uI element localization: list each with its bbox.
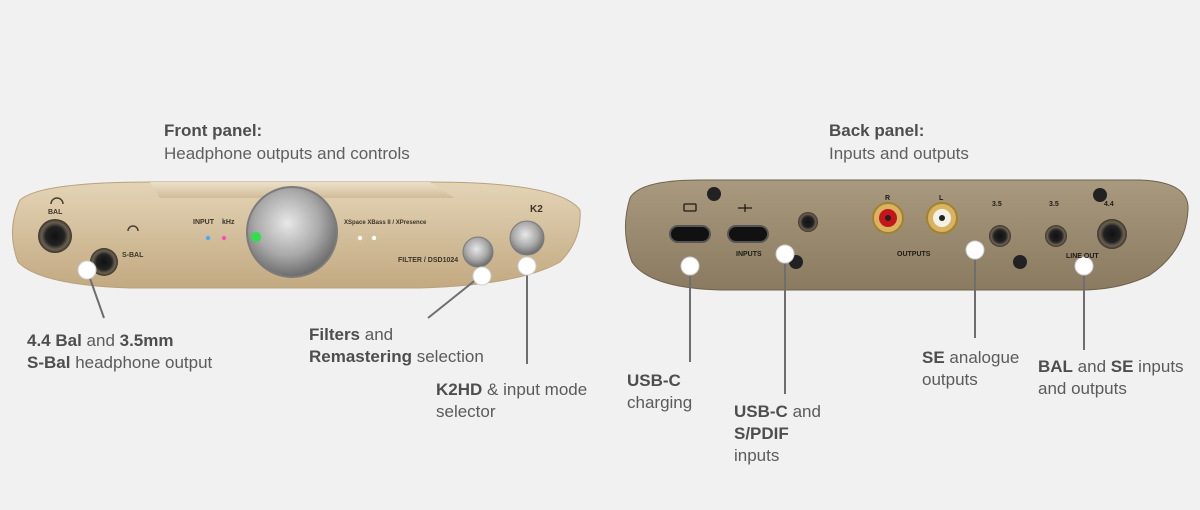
spdif-jack xyxy=(798,212,818,232)
callout-se-outputs: SE analogue outputs xyxy=(922,348,1020,389)
back-panel-title: Back panel: xyxy=(829,121,925,140)
marking-size-c: 4.4 xyxy=(1104,201,1114,208)
usb-c-charging-port xyxy=(669,225,711,243)
volume-knob[interactable] xyxy=(246,186,338,278)
sbal-jack xyxy=(90,248,118,276)
marking-sbal: S-BAL xyxy=(122,252,144,259)
marking-xspace: XSpace XBass II / XPresence xyxy=(344,220,427,226)
callout-dots xyxy=(77,240,1094,286)
marking-bal: BAL xyxy=(48,209,63,216)
front-panel-title-block: Front panel: Headphone outputs and contr… xyxy=(164,119,410,165)
callout-filters: Filters and Remastering selection xyxy=(309,325,484,366)
front-device xyxy=(11,181,581,289)
marking-size-a: 3.5 xyxy=(992,201,1002,208)
callout-usb-spdif: USB-C and S/PDIF inputs xyxy=(734,402,821,465)
bal-jack-back xyxy=(1097,219,1127,249)
bal-jack xyxy=(38,219,72,253)
back-panel-title-block: Back panel: Inputs and outputs xyxy=(829,119,969,165)
marking-inputs: INPUTS xyxy=(736,251,762,258)
marking-filter: FILTER / DSD1024 xyxy=(398,257,458,264)
callout-usb-charging: USB-C charging xyxy=(627,371,693,412)
back-device xyxy=(624,179,1189,291)
callout-k2hd: K2HD & input mode selector xyxy=(436,380,588,421)
k2hd-knob[interactable] xyxy=(509,220,545,256)
se-jack-a xyxy=(989,225,1011,247)
front-panel-subtitle: Headphone outputs and controls xyxy=(164,144,410,163)
filter-knob[interactable] xyxy=(462,236,494,268)
back-panel-subtitle: Inputs and outputs xyxy=(829,144,969,163)
usb-icon xyxy=(683,203,752,212)
usb-c-input-port xyxy=(727,225,769,243)
callout-bal-se: BAL and SE inputs and outputs xyxy=(1038,357,1184,398)
marking-l: L xyxy=(939,195,944,202)
marking-r: R xyxy=(885,195,890,202)
front-panel-title: Front panel: xyxy=(164,121,263,140)
marking-outputs: OUTPUTS xyxy=(897,251,931,258)
marking-khz: kHz xyxy=(222,219,235,226)
marking-line-out: LINE OUT xyxy=(1066,253,1099,260)
se-jack-b xyxy=(1045,225,1067,247)
marking-size-b: 3.5 xyxy=(1049,201,1059,208)
marking-logo: K2 xyxy=(530,204,543,215)
marking-input: INPUT xyxy=(193,219,215,226)
headphone-icon xyxy=(50,197,139,232)
callout-headphone-output: 4.4 Bal and 3.5mm S-Bal headphone output xyxy=(27,331,213,372)
